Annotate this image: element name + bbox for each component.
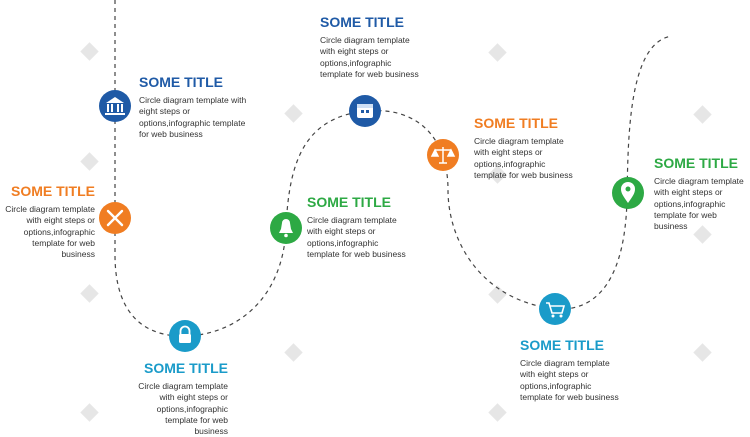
step-marker-1 bbox=[99, 90, 131, 122]
step-title: SOME TITLE bbox=[139, 74, 223, 90]
diamond bbox=[284, 104, 303, 123]
diamond bbox=[80, 152, 99, 171]
diamond bbox=[80, 284, 99, 303]
step-description: Circle diagram template with eight steps… bbox=[474, 136, 573, 180]
map-pin-icon bbox=[621, 182, 635, 203]
diamond bbox=[488, 403, 507, 422]
step-title: SOME TITLE bbox=[11, 183, 95, 199]
step-marker-4 bbox=[270, 212, 302, 244]
step-marker-8 bbox=[612, 177, 644, 209]
step-6-text: SOME TITLE Circle diagram template with … bbox=[474, 115, 574, 181]
step-title: SOME TITLE bbox=[654, 155, 738, 171]
lock-icon bbox=[179, 325, 191, 343]
step-marker-6 bbox=[427, 139, 459, 171]
step-8-text: SOME TITLE Circle diagram template with … bbox=[654, 155, 750, 232]
step-marker-3 bbox=[169, 320, 201, 352]
step-description: Circle diagram template with eight steps… bbox=[139, 95, 247, 139]
tools-icon bbox=[106, 209, 124, 227]
step-4-text: SOME TITLE Circle diagram template with … bbox=[307, 194, 407, 260]
step-1-text: SOME TITLE Circle diagram template with … bbox=[139, 74, 251, 140]
diamond bbox=[80, 42, 99, 61]
step-description: Circle diagram template with eight steps… bbox=[5, 204, 95, 260]
diamond bbox=[488, 43, 507, 62]
diamond bbox=[488, 285, 507, 304]
calendar-icon bbox=[357, 104, 373, 118]
step-description: Circle diagram template with eight steps… bbox=[654, 176, 744, 232]
step-marker-7 bbox=[539, 293, 571, 325]
diamond bbox=[284, 343, 303, 362]
diamond bbox=[693, 343, 712, 362]
bank-icon bbox=[105, 97, 125, 115]
step-description: Circle diagram template with eight steps… bbox=[520, 358, 619, 402]
diamond bbox=[693, 105, 712, 124]
step-description: Circle diagram template with eight steps… bbox=[307, 215, 406, 259]
dashed-path bbox=[114, 0, 673, 337]
bell-icon bbox=[279, 219, 293, 238]
step-3-text: SOME TITLE Circle diagram template with … bbox=[134, 360, 228, 437]
step-description: Circle diagram template with eight steps… bbox=[138, 381, 228, 437]
scales-icon bbox=[430, 147, 456, 164]
step-title: SOME TITLE bbox=[307, 194, 391, 210]
diamond bbox=[693, 225, 712, 244]
cart-icon bbox=[546, 302, 566, 318]
diamond bbox=[488, 165, 507, 184]
step-title: SOME TITLE bbox=[320, 14, 404, 30]
step-title: SOME TITLE bbox=[144, 360, 228, 376]
step-description: Circle diagram template with eight steps… bbox=[320, 35, 419, 79]
step-title: SOME TITLE bbox=[474, 115, 558, 131]
step-marker-2 bbox=[99, 202, 131, 234]
diamond bbox=[80, 403, 99, 422]
background-diamonds bbox=[80, 42, 712, 422]
step-title: SOME TITLE bbox=[520, 337, 604, 353]
step-marker-5 bbox=[349, 95, 381, 127]
step-7-text: SOME TITLE Circle diagram template with … bbox=[520, 337, 620, 403]
step-2-text: SOME TITLE Circle diagram template with … bbox=[0, 183, 95, 260]
step-5-text: SOME TITLE Circle diagram template with … bbox=[320, 14, 420, 80]
